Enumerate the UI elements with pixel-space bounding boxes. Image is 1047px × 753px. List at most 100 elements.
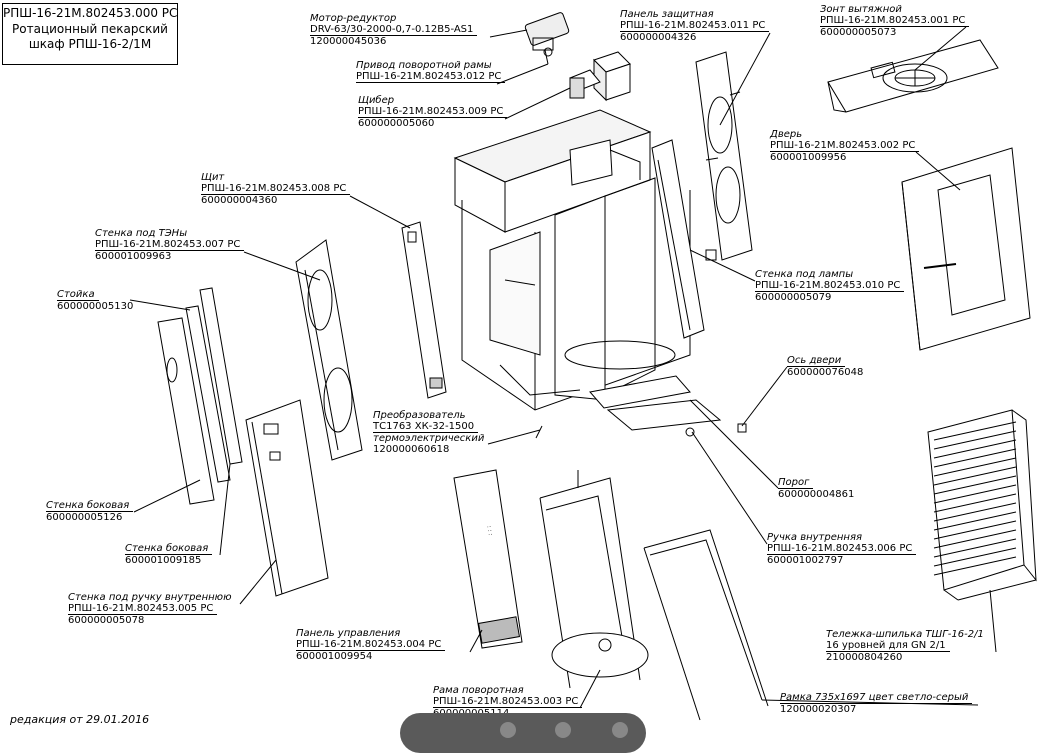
part-code: РПШ-16-21М.802453.005 РС	[68, 603, 218, 615]
trolley-shelf	[933, 475, 1017, 495]
svg-text:: : :: : : :	[485, 525, 494, 536]
part-id: 600001002797	[767, 555, 844, 566]
zoom-out-icon[interactable]	[500, 722, 516, 738]
part-name: Ручка внутренняя	[767, 532, 862, 543]
part-name: Преобразователь	[373, 410, 466, 421]
part-code: РПШ-16-21М.802453.002 РС	[770, 140, 920, 152]
part-code: РПШ-16-21М.802453.006 РС	[767, 543, 917, 555]
leader-line	[487, 429, 541, 445]
viewer-toolbar[interactable]	[400, 713, 646, 753]
trolley-shelf	[933, 556, 1017, 576]
part-code: РПШ-16-21М.802453.001 РС	[820, 15, 970, 27]
control-panel-part: : : :	[453, 469, 523, 649]
lamp-wall-part	[651, 139, 705, 339]
part-code: РПШ-16-21М.802453.008 РС	[201, 183, 351, 195]
part-id: 600000005060	[358, 118, 435, 129]
part-name: Ось двери	[787, 355, 846, 367]
part-id: 600000005079	[755, 292, 832, 303]
leader-line	[219, 463, 231, 556]
part-code: РПШ-16-21М.802453.004 РС	[296, 639, 446, 651]
part-name: Тележка-шпилька ТШГ-16-2/1	[826, 629, 984, 640]
zoom-in-icon[interactable]	[555, 722, 571, 738]
leader-line	[496, 63, 549, 85]
cabinet-body	[453, 109, 691, 411]
part-name: Стенка боковая	[46, 500, 134, 512]
trolley-shelf	[933, 448, 1017, 468]
protective-panel-part	[695, 51, 753, 261]
part-name: Мотор-редуктор	[310, 13, 397, 24]
part-name: Стенка боковая	[125, 543, 213, 555]
leader-line	[504, 87, 571, 120]
leader-line	[129, 299, 191, 311]
ten-wall-part	[295, 239, 363, 461]
part-name: Зонт вытяжной	[820, 4, 902, 15]
part-name: Привод поворотной рамы	[356, 60, 492, 71]
leader-line	[239, 559, 277, 605]
leader-line	[689, 399, 779, 489]
part-name: Панель управления	[296, 628, 401, 639]
trolley-shelf	[933, 439, 1017, 459]
part-id: 120000045036	[310, 36, 387, 47]
part-id: 600000004326	[620, 32, 697, 43]
title-line-1: РПШ-16-21М.802453.000 РС	[3, 6, 178, 20]
trolley-part	[927, 409, 1037, 601]
part-name: Рама поворотная	[433, 685, 524, 696]
part-name: Стенка под лампы	[755, 269, 854, 280]
part-code: РПШ-16-21М.802453.003 РС	[433, 696, 583, 708]
trolley-shelf	[933, 466, 1017, 486]
part-name: Дверь	[770, 129, 803, 140]
part-code: ТС1763 ХК-32-1500	[373, 421, 479, 433]
part-id: 600000005126	[46, 512, 123, 523]
part-id: 120000060618	[373, 444, 450, 455]
part-code: РПШ-16-21М.802453.011 РС	[620, 20, 770, 32]
motor-part	[524, 12, 570, 65]
part-id: 600000004861	[778, 489, 855, 500]
trolley-shelf	[933, 457, 1017, 477]
leader-line	[915, 151, 961, 191]
part-id: 600000076048	[787, 367, 864, 378]
part-id: 600000005130	[57, 301, 134, 312]
handle-wall-part	[245, 399, 329, 597]
part-code: 16 уровней для GN 2/1	[826, 640, 950, 652]
part-name: Стойка	[57, 289, 99, 301]
part-id: 600001009963	[95, 251, 172, 262]
trolley-shelf	[933, 493, 1017, 513]
leader-line	[133, 479, 201, 513]
fit-icon[interactable]	[612, 722, 628, 738]
part-code: РПШ-16-21М.802453.009 РС	[358, 106, 508, 118]
trolley-shelf	[933, 484, 1017, 504]
title-block: РПШ-16-21М.802453.000 РС Ротационный пек…	[2, 3, 178, 65]
door-part	[901, 147, 1031, 351]
leader-line	[691, 431, 768, 545]
part-id: 600001009185	[125, 555, 202, 566]
leader-line	[761, 699, 979, 706]
part-code: РПШ-16-21М.802453.012 РС	[356, 71, 506, 83]
exploded-diagram: : : :	[2, 3, 1037, 753]
rotating-frame-part	[539, 470, 649, 689]
leader-line	[719, 32, 771, 126]
threshold-part	[589, 375, 722, 431]
leader-line	[243, 251, 321, 281]
trolley-shelf	[933, 520, 1017, 540]
leader-line	[579, 669, 601, 709]
part-id: 600000005073	[820, 27, 897, 38]
part-code: РПШ-16-21М.802453.007 РС	[95, 239, 245, 251]
shield-part	[401, 221, 447, 399]
title-line-2: Ротационный пекарский	[12, 21, 168, 36]
